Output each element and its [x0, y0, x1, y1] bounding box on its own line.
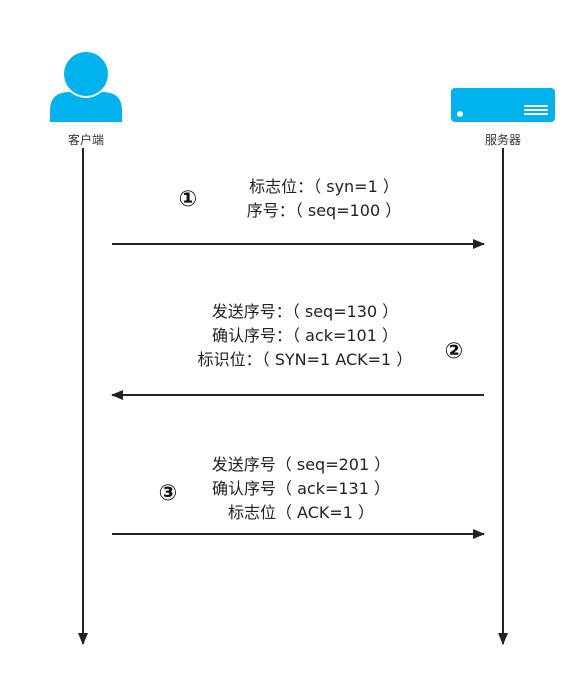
server-icon: [451, 88, 555, 122]
message-1-line-2: 序号：（ seq=100 ）: [246, 201, 402, 220]
step-1-number: ①: [178, 187, 198, 212]
message-3-label: 发送序号（ seq=201 ） 确认序号（ ack=131 ） 标志位（ ACK…: [196, 453, 406, 525]
step-3-number: ③: [158, 481, 178, 506]
message-3-line-2: 确认序号（ ack=131 ）: [212, 479, 390, 498]
message-1-label: 标志位：（ syn=1 ） 序号：（ seq=100 ）: [224, 175, 424, 223]
server-label: 服务器: [484, 133, 521, 147]
client-label: 客户端: [67, 133, 104, 147]
user-icon: [50, 52, 122, 122]
step-2-number: ②: [444, 339, 464, 364]
message-3-line-3: 标志位（ ACK=1 ）: [227, 503, 375, 522]
message-2-line-3: 标识位：（ SYN=1 ACK=1 ）: [197, 350, 413, 369]
message-1-line-1: 标志位：（ syn=1 ）: [249, 177, 399, 196]
message-2-line-2: 确认序号：（ ack=101 ）: [212, 326, 398, 345]
message-2-label: 发送序号：（ seq=130 ） 确认序号：（ ack=101 ） 标识位：（ …: [180, 300, 430, 372]
message-3-line-1: 发送序号（ seq=201 ）: [211, 455, 391, 474]
message-2-line-1: 发送序号：（ seq=130 ）: [211, 302, 399, 321]
